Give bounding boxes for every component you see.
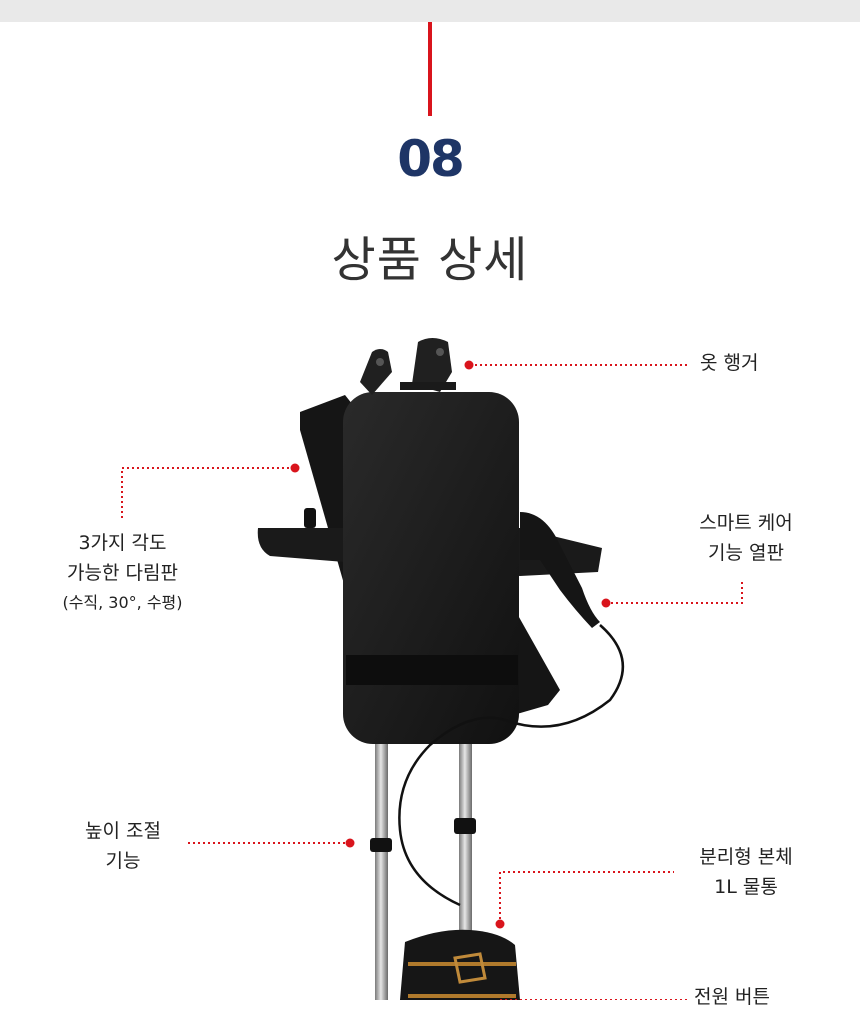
steam-hose xyxy=(398,624,625,907)
leader-iron xyxy=(606,580,743,604)
ironing-board-front xyxy=(343,392,519,744)
feature-text-line: 옷 행거 xyxy=(700,352,759,374)
section-title: 상품 상세 xyxy=(331,232,529,288)
section-number: 08 xyxy=(397,130,465,188)
water-tank-handle xyxy=(453,952,487,984)
feature-text-line: 기능 xyxy=(105,850,141,872)
feature-text-line: 3가지 각도 xyxy=(78,532,167,554)
dot-height xyxy=(345,838,355,848)
steam-iron xyxy=(520,512,600,628)
feature-text-line: 기능 열판 xyxy=(708,542,784,564)
dot-iron xyxy=(601,598,611,608)
feature-text-line: 높이 조절 xyxy=(85,820,161,842)
section-divider-line xyxy=(428,22,432,116)
dot-board xyxy=(290,463,300,473)
leader-board xyxy=(121,467,294,518)
feature-label-ironing-board: 3가지 각도 가능한 다림판 (수직, 30°, 수평) xyxy=(40,528,205,618)
feature-label-smart-care: 스마트 케어 기능 열판 xyxy=(676,508,816,568)
feature-text-line: 전원 버튼 xyxy=(694,986,770,1008)
top-band xyxy=(0,0,860,22)
feature-text-line: 1L 물통 xyxy=(714,876,778,898)
hanger-left xyxy=(360,349,392,395)
height-clamp-right xyxy=(454,818,476,834)
dot-hanger xyxy=(464,360,474,370)
leader-body xyxy=(499,871,674,924)
height-clamp-left xyxy=(370,838,392,852)
feature-label-body: 분리형 본체 1L 물통 xyxy=(676,842,816,902)
feature-text-line: (수직, 30°, 수평) xyxy=(62,593,183,612)
dot-body xyxy=(495,919,505,929)
feature-text-line: 스마트 케어 xyxy=(699,512,793,534)
feature-text-line: 분리형 본체 xyxy=(699,846,793,868)
feature-text-line: 가능한 다림판 xyxy=(67,562,178,584)
feature-label-power: 전원 버튼 xyxy=(694,982,770,1012)
feature-label-height: 높이 조절 기능 xyxy=(68,816,178,876)
tray-knob xyxy=(304,508,316,528)
feature-label-hanger: 옷 행거 xyxy=(700,348,758,378)
